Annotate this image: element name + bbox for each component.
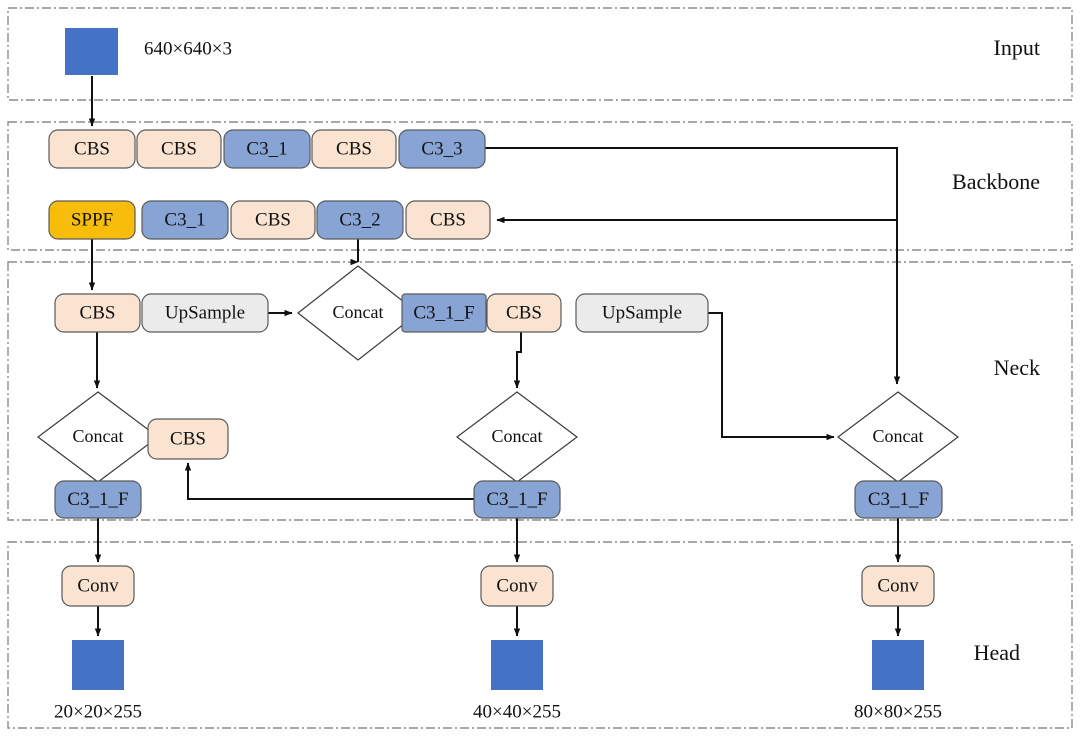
concat-right-label: Concat xyxy=(873,426,924,446)
hd-conv-3-label: Conv xyxy=(877,575,919,596)
nk-up-1-label: UpSample xyxy=(165,302,245,323)
bb-c3-1b[interactable] xyxy=(141,200,229,240)
bb-cbs-4-label: CBS xyxy=(255,209,291,230)
output-tensor-20-label: 20×20×255 xyxy=(54,701,142,722)
section-label-backbone: Backbone xyxy=(952,169,1040,194)
output-tensor-80-label: 80×80×255 xyxy=(854,701,942,722)
section-frame-neck xyxy=(7,261,1073,521)
nk-c3f-r[interactable] xyxy=(854,480,943,519)
concat-nodes xyxy=(37,265,959,483)
bb-c3-2[interactable] xyxy=(316,200,404,240)
e-c3_3-right xyxy=(485,147,901,385)
bb-cbs-2[interactable] xyxy=(136,129,222,169)
section-label-head: Head xyxy=(974,640,1020,665)
e-c3fm-to-cbs3 xyxy=(184,462,474,500)
nk-c3f-m-label: C3_1_F xyxy=(486,489,547,510)
nk-cbs-2[interactable] xyxy=(486,293,562,333)
bb-c3-3-label: C3_3 xyxy=(421,138,462,159)
hd-conv-2-label: Conv xyxy=(496,575,538,596)
bb-c3-2-label: C3_2 xyxy=(339,209,380,230)
e-up2-right-down xyxy=(708,312,835,441)
bb-sppf-label: SPPF xyxy=(71,209,113,230)
nk-up-1[interactable] xyxy=(141,293,269,333)
bb-c3-1-label: C3_1 xyxy=(246,138,287,159)
tensor-blocks xyxy=(65,28,924,690)
bb-c3-1[interactable] xyxy=(223,129,311,169)
hd-conv-1[interactable] xyxy=(61,565,135,607)
output-tensor-80 xyxy=(872,640,924,690)
nk-up-2-label: UpSample xyxy=(602,302,682,323)
concat-mid-label: Concat xyxy=(492,426,543,446)
input-tensor-label: 640×640×3 xyxy=(144,38,232,59)
nk-c3f-l[interactable] xyxy=(54,480,142,519)
nk-cbs-1[interactable] xyxy=(54,293,141,333)
output-tensor-40 xyxy=(491,640,543,690)
nk-cbs-2-label: CBS xyxy=(506,302,542,323)
e-nkcbs2-down xyxy=(513,332,522,389)
concat-top-label: Concat xyxy=(333,302,384,322)
bb-cbs-3[interactable] xyxy=(311,129,397,169)
output-tensor-20 xyxy=(72,640,124,690)
section-frame-backbone xyxy=(7,121,1073,251)
section-label-neck: Neck xyxy=(994,355,1040,380)
section-label-input: Input xyxy=(994,35,1040,60)
concat-top[interactable] xyxy=(297,265,419,361)
bb-cbs-2-label: CBS xyxy=(161,138,197,159)
hd-conv-3[interactable] xyxy=(861,565,935,607)
concat-left-label: Concat xyxy=(73,426,124,446)
module-nodes xyxy=(48,129,943,607)
bb-c3-1b-label: C3_1 xyxy=(164,209,205,230)
bb-cbs-5-label: CBS xyxy=(430,209,466,230)
nk-c3f-m[interactable] xyxy=(473,480,561,519)
bb-c3-3[interactable] xyxy=(398,129,486,169)
nk-c3f-top[interactable] xyxy=(401,293,487,333)
bb-cbs-4[interactable] xyxy=(230,200,316,240)
section-frame-head xyxy=(7,541,1073,729)
bb-cbs-5[interactable] xyxy=(405,200,491,240)
hd-conv-1-label: Conv xyxy=(77,575,119,596)
nk-cbs-1-label: CBS xyxy=(80,302,116,323)
nk-cbs-3[interactable] xyxy=(147,418,229,460)
output-tensor-40-label: 40×40×255 xyxy=(473,701,561,722)
section-frame-input xyxy=(7,7,1073,101)
connection-edges xyxy=(88,76,902,637)
section-frames xyxy=(7,7,1073,729)
nk-up-2[interactable] xyxy=(575,293,709,333)
nk-c3f-r-label: C3_1_F xyxy=(868,489,929,510)
nk-c3f-l-label: C3_1_F xyxy=(67,489,128,510)
input-tensor xyxy=(65,28,118,75)
bb-cbs-1[interactable] xyxy=(48,129,136,169)
nk-c3f-top-label: C3_1_F xyxy=(413,302,474,323)
bb-cbs-3-label: CBS xyxy=(336,138,372,159)
nk-cbs-3-label: CBS xyxy=(170,428,206,449)
hd-conv-2[interactable] xyxy=(480,565,554,607)
bb-cbs-1-label: CBS xyxy=(74,138,110,159)
bb-sppf[interactable] xyxy=(48,200,136,240)
